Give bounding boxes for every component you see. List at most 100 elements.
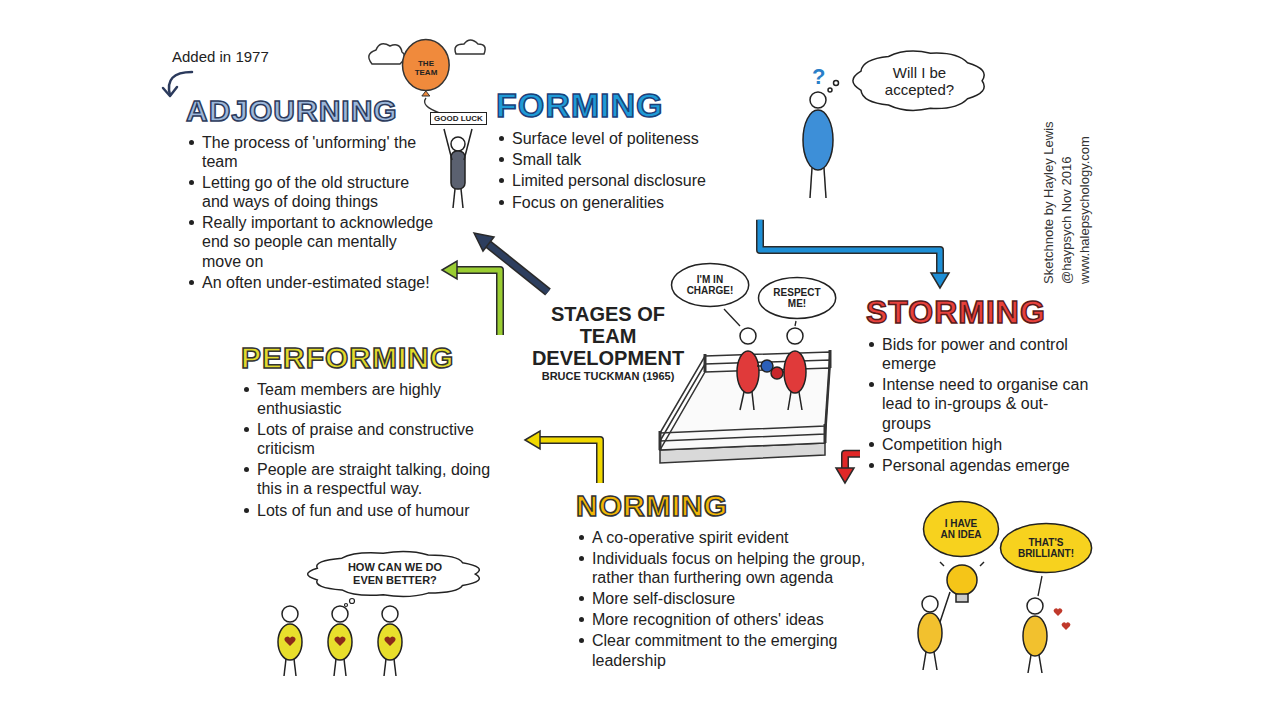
happy-figures [294, 659, 296, 676]
cycle-arrow [836, 454, 860, 483]
arrow-outline [457, 270, 500, 335]
bullet-dot [499, 200, 504, 205]
speech-bubble: I'M IN CHARGE! [670, 262, 750, 308]
bullet-dot [244, 427, 249, 432]
stick-figure [451, 151, 465, 189]
bullet-text: Letting go of the old structure and ways… [202, 174, 409, 210]
speech-bubble: RESPECT ME! [757, 276, 837, 320]
happy-figures [394, 659, 396, 676]
happy-figures [278, 624, 302, 660]
bubble-text-box: Will I be accepted? [879, 64, 959, 99]
bubble-text-box: THE TEAM [411, 59, 441, 77]
thought-dots [345, 599, 355, 607]
arrow-head [931, 273, 949, 288]
bullet-dot [579, 617, 584, 622]
arrow-shaft [845, 454, 860, 468]
bullet-text: Lots of praise and constructive criticis… [257, 421, 474, 457]
stick-figure [810, 92, 826, 108]
idea-figures [918, 576, 1070, 673]
bullet-item: Individuals focus on helping the group, … [576, 549, 884, 587]
year-note: Added in 1977 [172, 48, 269, 65]
bullet-dot [189, 180, 194, 185]
boxing-ring [660, 350, 830, 463]
boxing-ring [660, 352, 830, 433]
speech-bubble: THAT'S BRILLIANT! [999, 522, 1093, 574]
bullet-item: Lots of fun and use of humour [241, 501, 519, 520]
happy-figures [328, 624, 352, 660]
cloud-outline [308, 552, 480, 597]
bullet-item: Clear commitment to the emerging leaders… [576, 631, 884, 669]
bullet-text: More recognition of others' ideas [592, 611, 824, 628]
bullet-dot [499, 178, 504, 183]
balloon-knot [422, 91, 430, 96]
happy-figures [284, 659, 286, 676]
happy-figures [382, 606, 398, 622]
question-mark: ? [812, 64, 825, 90]
boxer-figure [752, 392, 754, 410]
idea-figures [934, 652, 937, 670]
stick-figure [834, 81, 839, 86]
bullet-item: Small talk [496, 150, 784, 169]
boxer-figure [784, 351, 806, 393]
idea-figures [1027, 598, 1043, 614]
happy-figures [334, 659, 336, 676]
navy-arrow [474, 233, 494, 251]
bullet-item: More recognition of others' ideas [576, 610, 884, 629]
bullet-dot [499, 136, 504, 141]
stage-section: STORMINGBids for power and control emerg… [860, 288, 1095, 483]
credit-line: www.halepsychology.com [1076, 60, 1094, 284]
bullet-text: Lots of fun and use of humour [257, 502, 470, 519]
arrow-outline [760, 220, 940, 273]
bullet-text: Limited personal disclosure [512, 172, 706, 189]
bullet-dot [869, 342, 874, 347]
bullet-item: Team members are highly enthusiastic [241, 380, 519, 418]
bullet-dot [189, 220, 194, 225]
bubble-text-box: THAT'S BRILLIANT! [1015, 537, 1077, 560]
lightbulb [956, 594, 968, 602]
arrow-head [525, 431, 540, 449]
stick-figure [444, 129, 472, 208]
boxer-figure [740, 328, 756, 344]
bullet-item: Really important to acknowledge end so p… [186, 213, 436, 271]
boxer-figure [737, 351, 759, 393]
bullet-text: Personal agendas emerge [882, 457, 1070, 474]
credit-block: Sketchnote by Hayley Lewis@haypsych Nov … [1040, 60, 1095, 284]
bullet-text: Small talk [512, 151, 581, 168]
bullet-dot [244, 467, 249, 472]
bullet-item: An often under-estimated stage! [186, 273, 436, 292]
bubble-text: THAT'S BRILLIANT! [1015, 537, 1077, 560]
stick-figure [824, 168, 826, 198]
bubble-outline [924, 502, 999, 557]
boxer-figure [788, 392, 791, 410]
stick-figure [451, 137, 465, 151]
idea-figures [1054, 608, 1063, 616]
bullet-dot [579, 596, 584, 601]
bubble-outline [1000, 524, 1091, 573]
bullet-item: People are straight talking, doing this … [241, 460, 519, 498]
bullet-item: Lots of praise and constructive criticis… [241, 420, 519, 458]
added-arrow [163, 87, 177, 96]
bullet-item: Focus on generalities [496, 193, 784, 212]
bullet-dot [189, 280, 194, 285]
happy-figures [378, 624, 402, 660]
stage-section: FORMINGSurface level of politenessSmall … [490, 80, 790, 220]
arrow-outline [845, 454, 860, 468]
lightbulb [940, 562, 944, 566]
diagram-title: STAGES OF TEAM DEVELOPMENT [528, 303, 688, 369]
cycle-arrow [442, 261, 500, 335]
bubble-outline [671, 264, 748, 307]
bullet-dot [579, 556, 584, 561]
bullet-text: Team members are highly enthusiastic [257, 381, 441, 417]
bullet-item: Letting go of the old structure and ways… [186, 173, 436, 211]
stage-heading: STORMING [866, 294, 1089, 331]
bullet-dot [189, 140, 194, 145]
arrow-head [836, 468, 854, 483]
happy-figures [278, 606, 402, 676]
bubble-text: I HAVE AN IDEA [939, 518, 983, 541]
balloon-clouds [369, 44, 405, 64]
credit-line: @haypsych Nov 2016 [1058, 60, 1076, 284]
bubble-text-box: I HAVE AN IDEA [939, 518, 983, 541]
stage-section: PERFORMINGTeam members are highly enthus… [235, 335, 525, 528]
thought-dots [345, 604, 348, 607]
speech-bubble: I HAVE AN IDEA [922, 500, 1000, 558]
